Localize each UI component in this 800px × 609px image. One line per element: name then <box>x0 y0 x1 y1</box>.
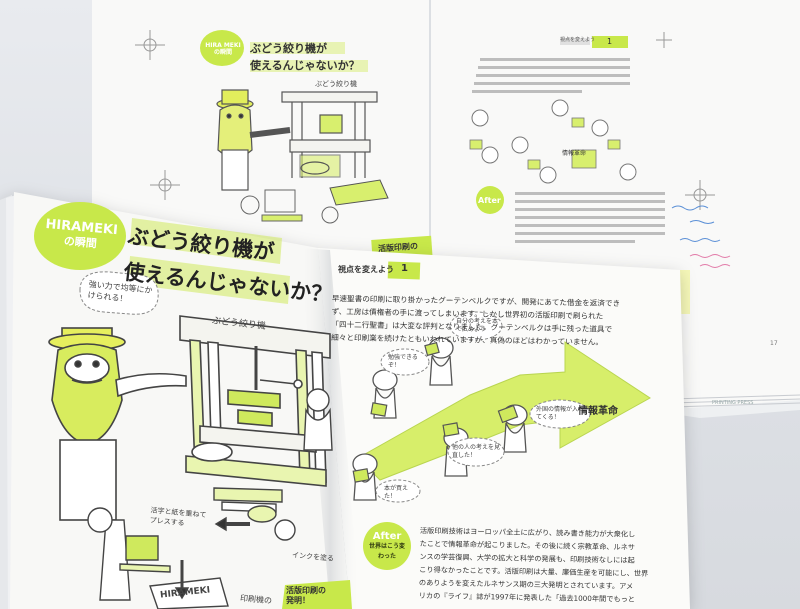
after-badge-text: After 世界はこう変わった <box>367 532 407 562</box>
side-badge-text: 活版印刷の 発明！ <box>286 586 326 606</box>
bubble-2 <box>380 348 430 376</box>
after-badge <box>363 522 411 570</box>
bubble-2-text: 勉強できるぞ！ <box>388 354 418 369</box>
press-machine-illustration <box>179 315 331 487</box>
back-crop-marks <box>135 30 715 210</box>
right-heading: 視点を変えよう <box>338 265 394 274</box>
bubble-5 <box>375 479 421 503</box>
bubble-5-text: 本が買えた！ <box>384 485 409 500</box>
bubble-4-text: 他の人の考えを見直した！ <box>452 444 501 459</box>
svg-text:After: After <box>478 196 501 205</box>
back-heading-num: 1 <box>607 37 613 46</box>
side-badge-line1: 活版印刷の <box>286 586 326 595</box>
side-badge <box>282 580 352 609</box>
back-after-badge <box>476 186 504 214</box>
back-press-illustration <box>281 91 378 178</box>
hirameki-badge <box>34 202 126 270</box>
back-machine-label: ぶどう絞り機 <box>315 79 357 88</box>
back-title: ぶどう絞り機が 使えるんじゃないか？ <box>250 40 360 74</box>
speech-bubble <box>79 271 159 315</box>
back-badge: HIRA MEKI の瞬間 <box>205 42 241 56</box>
back-right-heading: 視点を変えよう <box>560 37 596 43</box>
bubble-4 <box>447 437 505 467</box>
right-heading-num: 1 <box>401 263 408 274</box>
after-paragraph: 活版印刷技術はヨーロッパ全土に広がり、読み書き能力が大衆化し たことで情報革命が… <box>419 524 675 606</box>
back-handwritten-notes <box>671 205 721 242</box>
bubble-4-3 <box>529 399 591 429</box>
back-man-illustration <box>216 89 254 191</box>
heading-num-box <box>387 261 421 280</box>
back-title-line1: ぶどう絞り機が <box>250 42 327 55</box>
back-characters <box>471 99 637 184</box>
svg-text:17: 17 <box>770 340 778 347</box>
side-badge-line2: 発明！ <box>286 596 310 605</box>
back-revolution-label: 情報革命 <box>562 150 587 157</box>
after-label: After <box>372 531 402 542</box>
back-hirameki-badge <box>200 30 244 66</box>
bubble-1 <box>449 311 503 341</box>
gutenberg-illustration <box>48 327 187 521</box>
bubble-1-text: 自分の考えを本で広めよう <box>456 318 499 333</box>
press-step-diagram <box>87 487 283 609</box>
svg-text:PRINTING PRESS: PRINTING PRESS <box>712 400 753 406</box>
after-caption: 世界はこう変わった <box>368 543 405 560</box>
info-revolution-label: 情報革命 <box>578 406 618 417</box>
back-text-lines <box>472 58 630 93</box>
back-heading-num-box <box>592 36 628 48</box>
back-title-line2: 使えるんじゃないか？ <box>250 59 360 72</box>
bubble-3-text: 外国の情報が入ってくる！ <box>536 406 585 421</box>
